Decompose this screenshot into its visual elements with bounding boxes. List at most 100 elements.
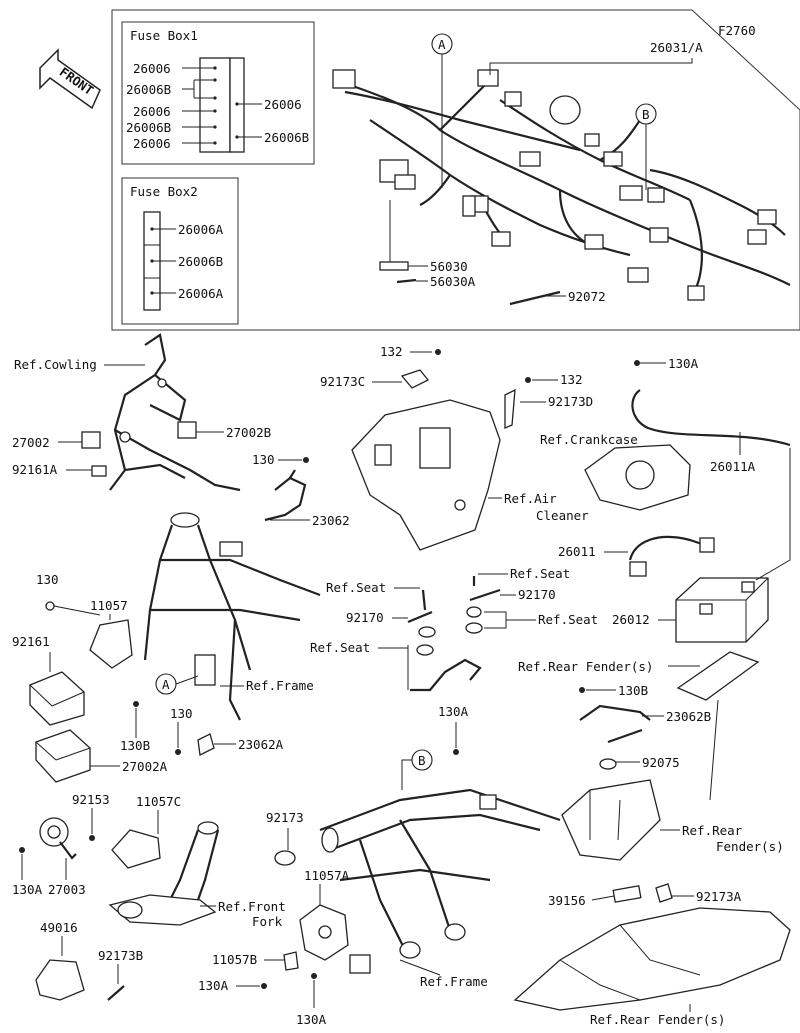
bolt-130-a	[303, 457, 309, 463]
bolt-132-a	[435, 349, 441, 355]
label-130a-mid: 130A	[438, 704, 469, 719]
fuse-box1-left-callouts: 26006 26006B 26006 26006B 26006	[126, 61, 217, 151]
harness-part-number: 26031/A	[650, 40, 703, 55]
label-92170-a: 92170	[346, 610, 384, 625]
bolt-130-b	[45, 601, 55, 611]
rear-frame	[319, 788, 561, 974]
label-23062a: 23062A	[238, 737, 284, 752]
label-130-b: 130	[36, 572, 59, 587]
label-92161a: 92161A	[12, 462, 58, 477]
label-23062b: 23062B	[666, 709, 711, 724]
fuse-box2-frame	[121, 177, 239, 325]
clip-92173c	[400, 369, 430, 389]
strap-92170-a	[407, 610, 433, 624]
bracket-11057	[89, 619, 133, 669]
part-92072	[509, 290, 561, 306]
main-wiring-harness	[332, 69, 791, 301]
label-ref-rear-fender-2a: Ref.Rear	[682, 823, 743, 838]
label-132-a: 132	[380, 344, 403, 359]
label-27002b: 27002B	[226, 425, 271, 440]
fuse-box1-title: Fuse Box1	[130, 28, 198, 43]
label-ref-rear-fender-2b: Fender(s)	[716, 839, 784, 854]
part-92161a	[91, 465, 107, 477]
label-49016: 49016	[40, 920, 78, 935]
fuse-box1-frame	[121, 21, 315, 165]
bolt-130a-bot-1	[261, 983, 267, 989]
bolt-130a-mid	[453, 749, 459, 755]
label-ref-cowling: Ref.Cowling	[14, 357, 97, 372]
label-ref-air-2: Cleaner	[536, 508, 589, 523]
label-11057: 11057	[90, 598, 128, 613]
callout-a-mid-label: A	[162, 677, 170, 692]
callout-b-mid-label: B	[418, 753, 426, 768]
label-92173b: 92173B	[98, 948, 143, 963]
fuse-box1-left-4: 26006	[133, 136, 171, 151]
label-ref-seat-1: Ref.Seat	[326, 580, 386, 595]
seat-bracket	[410, 658, 482, 692]
cowling-bracket	[109, 333, 241, 492]
strap-92170-b	[469, 588, 501, 602]
label-56030: 56030	[430, 259, 468, 274]
ecu-27002a	[35, 729, 91, 783]
label-92173d: 92173D	[548, 394, 593, 409]
part-27002	[81, 431, 101, 449]
fuse-box2-label-1: 26006B	[178, 254, 223, 269]
bracket-23062b	[579, 704, 651, 721]
label-ref-air-1: Ref.Air	[504, 491, 557, 506]
clip-92173b	[107, 985, 125, 1001]
label-39156: 39156	[548, 893, 586, 908]
part-39156	[612, 885, 642, 903]
label-ref-seat-3: Ref.Seat	[510, 566, 570, 581]
ecu-92161	[29, 671, 85, 726]
fuse-box1-left-0: 26006	[133, 61, 171, 76]
bolt-130b-left	[133, 701, 139, 707]
air-cleaner-housing	[351, 399, 501, 551]
clamp-92173	[274, 850, 296, 866]
label-130a-top: 130A	[668, 356, 699, 371]
fuse-box1-body	[199, 57, 231, 153]
battery-pad	[676, 651, 760, 701]
label-23062: 23062	[312, 513, 350, 528]
label-92170-b: 92170	[518, 587, 556, 602]
bolt-130a-bot-2	[311, 973, 317, 979]
rear-fender-tray	[561, 779, 661, 861]
bracket-11057b	[283, 951, 299, 971]
label-92173c: 92173C	[320, 374, 365, 389]
cable-26011a	[631, 389, 791, 447]
label-27003: 27003	[48, 882, 86, 897]
label-130a-bot-2: 130A	[296, 1012, 327, 1027]
label-26011: 26011	[558, 544, 596, 559]
bracket-11057a	[299, 904, 349, 961]
fuse-box1-left-2: 26006	[133, 104, 171, 119]
label-ref-frame-2: Ref.Frame	[420, 974, 488, 989]
fuse-box2-title: Fuse Box2	[130, 184, 198, 199]
label-ref-front-fork-2: Fork	[252, 914, 283, 929]
label-92173a: 92173A	[696, 889, 742, 904]
label-11057c: 11057C	[136, 794, 181, 809]
bolt-130-c	[175, 749, 181, 755]
main-frame-front	[143, 512, 321, 721]
label-11057a: 11057A	[304, 868, 350, 883]
grommet-92075	[599, 758, 617, 770]
front-fork-clamp	[108, 821, 220, 926]
label-ref-seat-4: Ref.Seat	[538, 612, 598, 627]
diagram-code: F2760	[718, 23, 756, 38]
battery-26012	[675, 577, 769, 643]
fuse-box1-right-1: 26006B	[264, 130, 309, 145]
rear-fender-lower	[513, 907, 791, 1011]
label-ref-crankcase: Ref.Crankcase	[540, 432, 638, 447]
label-ref-frame-1: Ref.Frame	[246, 678, 314, 693]
label-130b-left: 130B	[120, 738, 150, 753]
cable-26011	[628, 535, 706, 561]
part-56030	[379, 261, 409, 271]
callout-b-top-label: B	[642, 107, 650, 122]
fuse-box1-right-callouts: 26006 26006B	[235, 97, 309, 145]
label-92153: 92153	[72, 792, 110, 807]
horn-27003	[39, 817, 77, 860]
label-92075: 92075	[642, 755, 680, 770]
label-27002: 27002	[12, 435, 50, 450]
label-26011a: 26011A	[710, 459, 756, 474]
label-11057b: 11057B	[212, 952, 257, 967]
label-92173: 92173	[266, 810, 304, 825]
